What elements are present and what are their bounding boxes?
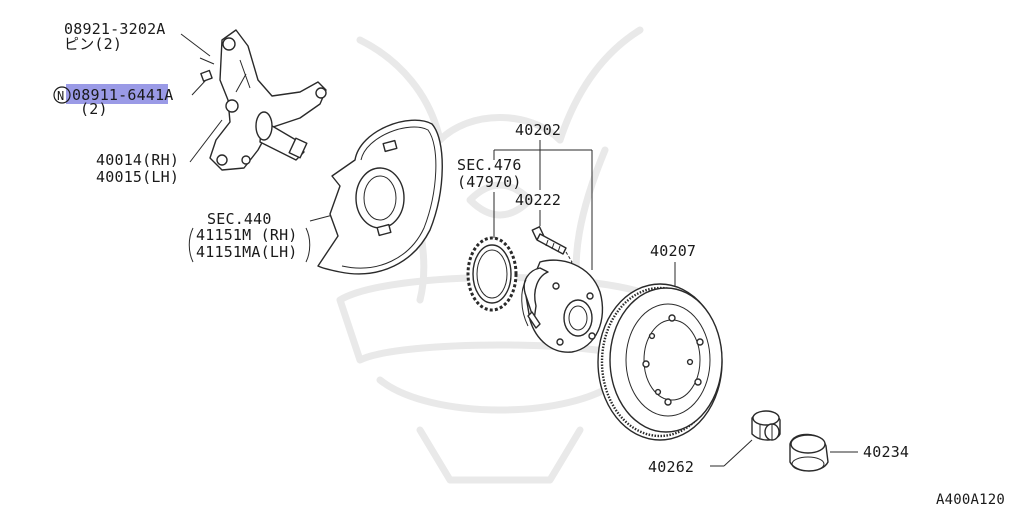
- rotor-part-label[interactable]: 40207: [650, 242, 696, 260]
- knuckle-lh-label[interactable]: 40015(LH): [96, 168, 179, 186]
- cap-part-label[interactable]: 40234: [863, 443, 909, 461]
- shield-bracket-right: [305, 227, 311, 263]
- sensor-rotor-ring[interactable]: [466, 236, 518, 312]
- brake-rotor[interactable]: [597, 283, 723, 441]
- steering-knuckle[interactable]: [209, 29, 327, 171]
- wheel-hub[interactable]: [521, 259, 604, 353]
- shield-sec-label[interactable]: SEC.440: [207, 210, 272, 228]
- sensor-sec-label[interactable]: SEC.476: [457, 156, 522, 174]
- shield-bracket-left: [188, 227, 194, 263]
- pin-name: ピン(2): [64, 35, 122, 53]
- hub-cap[interactable]: [789, 433, 829, 472]
- nut-part-label[interactable]: 40262: [648, 458, 694, 476]
- knuckle-rh-label[interactable]: 40014(RH): [96, 151, 179, 169]
- sensor-part-label[interactable]: (47970): [457, 173, 522, 191]
- hub-bolt[interactable]: [531, 226, 573, 269]
- stud-part-label[interactable]: 40222: [515, 191, 561, 209]
- n-marker-letter: N: [57, 89, 64, 103]
- shield-lh-label[interactable]: 41151MA(LH): [196, 243, 298, 261]
- bolt-quantity: (2): [80, 100, 108, 118]
- pin-part-number[interactable]: 08921-3202A: [64, 20, 166, 38]
- hub-nut[interactable]: [751, 410, 781, 441]
- pin-part[interactable]: [199, 57, 215, 65]
- hub-part-label[interactable]: 40202: [515, 121, 561, 139]
- n-marker-circle: [53, 86, 71, 104]
- shield-rh-label[interactable]: 41151M (RH): [196, 226, 298, 244]
- bolt-part[interactable]: [200, 69, 213, 82]
- bolt-part-number[interactable]: 08911-6441A: [72, 86, 174, 104]
- diagram-code: A400A120: [936, 492, 1005, 508]
- splash-shield[interactable]: [317, 119, 443, 275]
- highlight-box: [66, 84, 168, 104]
